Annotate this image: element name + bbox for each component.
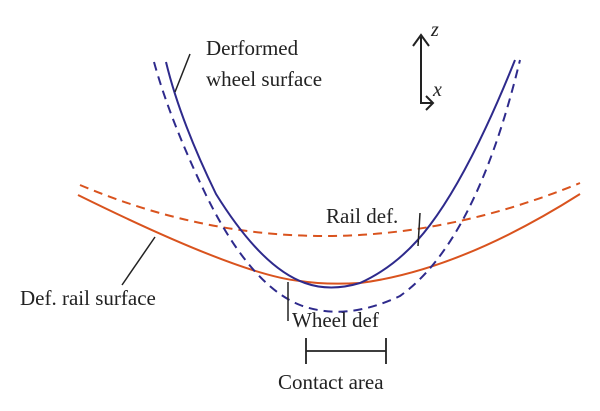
- contact-area-label: Contact area: [278, 370, 384, 394]
- deformed-wheel-leader-line: [174, 53, 191, 93]
- coordinate-axes: [412, 33, 435, 111]
- x-axis-arrowhead: [425, 95, 435, 111]
- deformed-rail-surface: [77, 193, 581, 285]
- def-rail-leader-line: [121, 236, 156, 286]
- deformed-wheel-label-line2: wheel surface: [206, 67, 322, 91]
- x-axis-label: x: [432, 79, 442, 101]
- z-axis-arrowhead: [412, 33, 430, 47]
- deformed-wheel-label-line1: Derformed: [206, 36, 299, 60]
- undeformed-rail-surface-dashed: [79, 182, 581, 237]
- rail-def-leader-line: [417, 212, 421, 247]
- z-axis-label: z: [430, 19, 439, 41]
- rail-def-label: Rail def.: [326, 204, 398, 228]
- undeformed-wheel-surface-dashed: [153, 59, 521, 313]
- def-rail-surface-label: Def. rail surface: [20, 286, 156, 310]
- wheel-def-label: Wheel def: [292, 308, 379, 332]
- deformed-wheel-surface: [165, 59, 516, 289]
